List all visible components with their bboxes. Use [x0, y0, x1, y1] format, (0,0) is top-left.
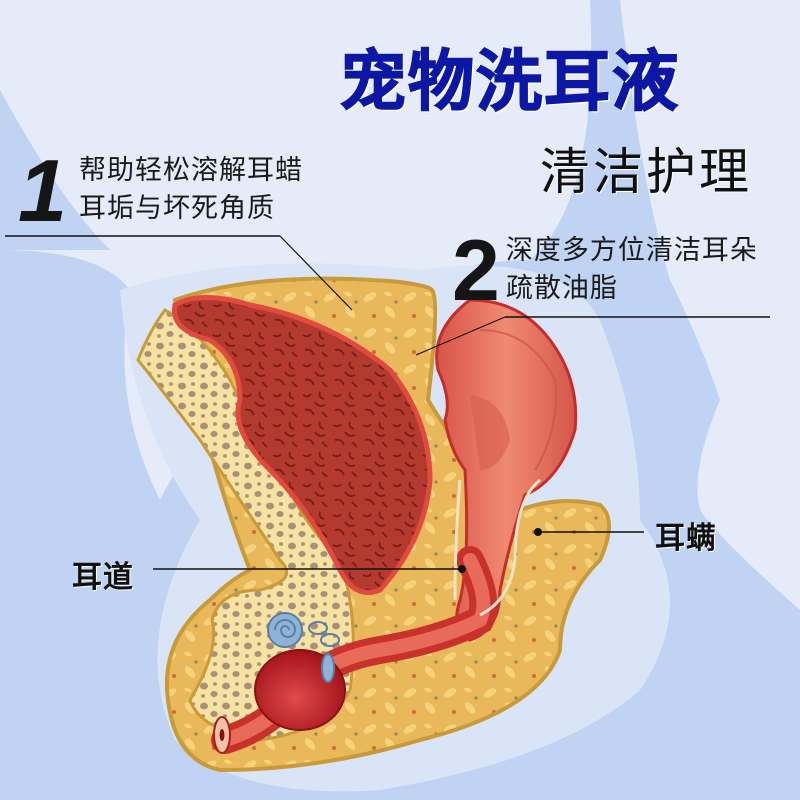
benefit-point-2: 2 深度多方位清洁耳朵 疏散油脂 [452, 223, 758, 319]
point-number: 2 [452, 223, 500, 319]
page-title: 宠物洗耳液 [339, 42, 680, 121]
ear-mite-label: 耳螨 [655, 521, 717, 556]
point-text-line: 疏散油脂 [505, 273, 618, 304]
benefit-point-1: 1 帮助轻松溶解耳蜡 耳垢与坏死角质 [18, 141, 303, 240]
point-text-line: 深度多方位清洁耳朵 [505, 235, 758, 266]
point-text-line: 耳垢与坏死角质 [78, 193, 275, 224]
point-number: 1 [18, 141, 67, 240]
point-text-line: 帮助轻松溶解耳蜡 [78, 155, 303, 186]
page-subtitle: 清洁护理 [540, 143, 752, 201]
ear-canal-label: 耳道 [72, 560, 134, 595]
